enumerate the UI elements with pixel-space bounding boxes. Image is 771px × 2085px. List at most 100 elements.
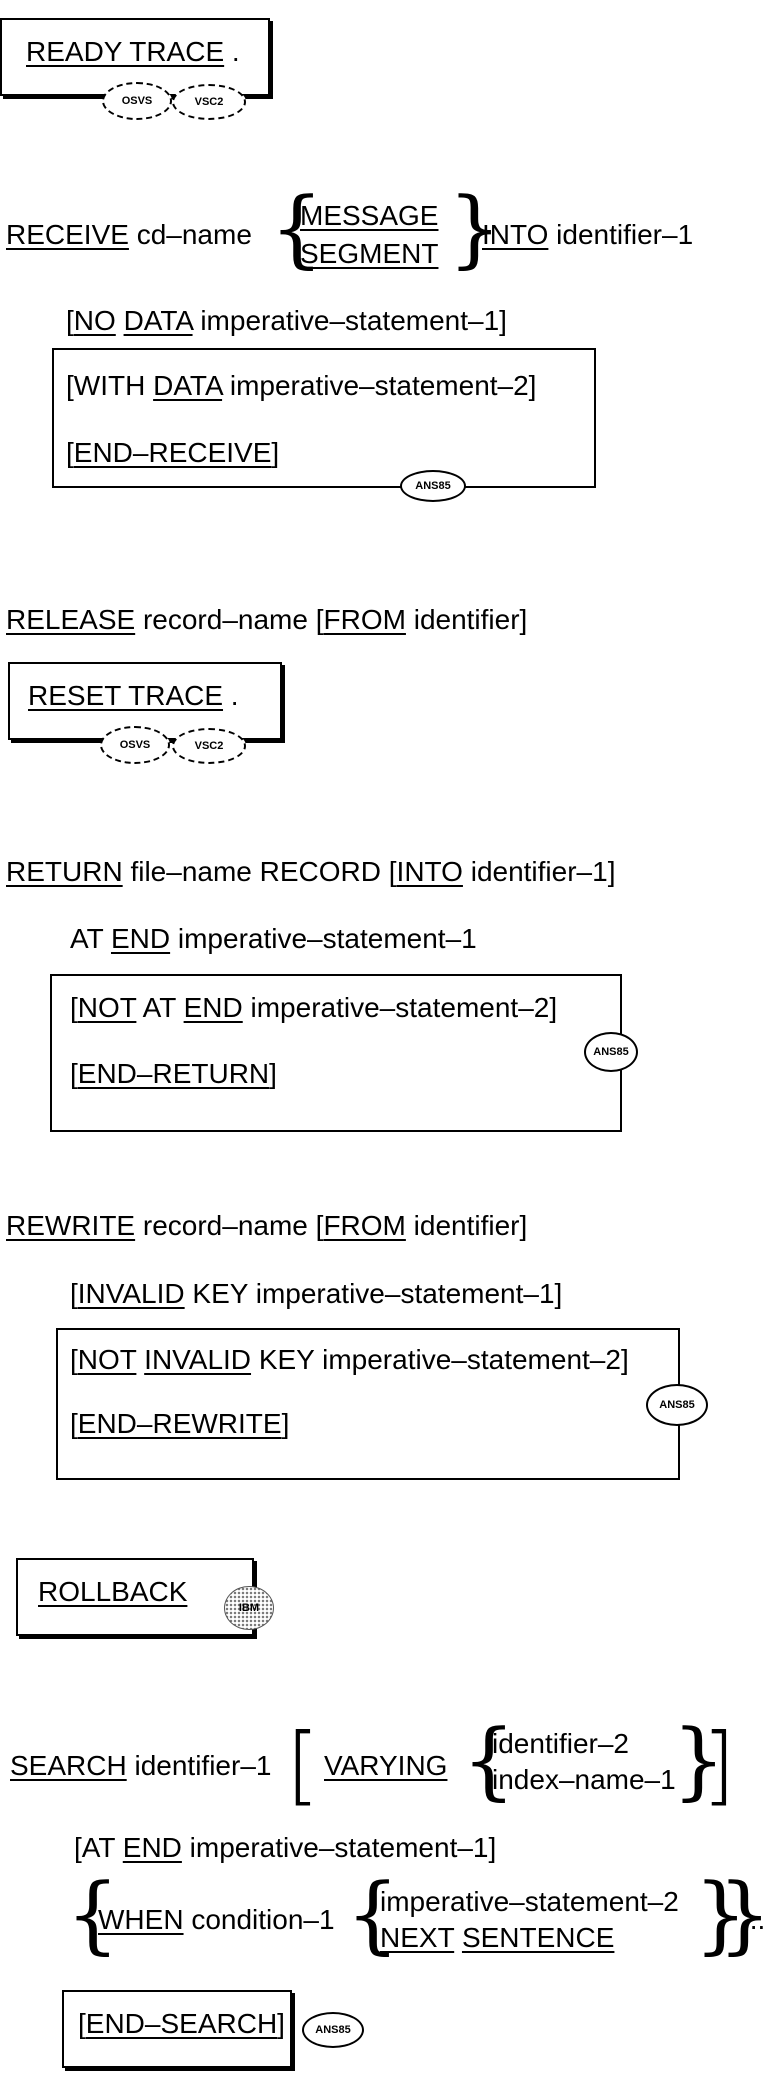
no-keyword: NO (73, 305, 116, 336)
osvs-badge: OSVS (100, 726, 170, 764)
vsc2-badge: VSC2 (172, 728, 246, 764)
identifier-1: identifier–1 (134, 1750, 272, 1781)
into-clause: INTO identifier–1 (482, 219, 693, 251)
not-at-end-clause: [NOT AT END imperative–statement–2] (70, 992, 557, 1024)
with-data-clause: [WITH DATA imperative–statement–2] (66, 370, 536, 402)
record-name: record–name [ (142, 1210, 324, 1241)
invalid-keyword: INVALID (144, 1344, 252, 1375)
not-keyword: NOT (77, 1344, 137, 1375)
identifier: identifier] (413, 1210, 528, 1241)
reset-trace-keyword: RESET TRACE (28, 680, 224, 711)
ready-trace-period: . (231, 36, 240, 67)
ready-trace-keyword: READY TRACE (26, 36, 225, 67)
reset-trace-line: RESET TRACE . (28, 680, 239, 712)
right-brace: } (672, 1711, 726, 1809)
bracket-close: ] (281, 1408, 290, 1439)
end-receive-keyword: END–RECEIVE (73, 437, 272, 468)
next-sentence: NEXT SENTENCE (380, 1922, 614, 1954)
osvs-badge: OSVS (102, 82, 172, 120)
statement-1: imperative–statement–1] (200, 305, 507, 336)
ans85-badge: ANS85 (400, 470, 466, 502)
bracket-close: ] (277, 2008, 285, 2039)
at-end-clause: [AT END imperative–statement–1] (74, 1832, 496, 1864)
end-search-clause: [END–SEARCH] (78, 2008, 285, 2040)
return-keyword: RETURN (6, 856, 123, 887)
bracket-open: [ (70, 1408, 78, 1439)
sentence-keyword: SENTENCE (461, 1922, 615, 1953)
cd-name: cd–name (136, 219, 252, 250)
statement-1: imperative–statement–1] (189, 1832, 497, 1863)
return-line: RETURN file–name RECORD [INTO identifier… (6, 856, 615, 888)
bracket-open: [ (66, 305, 74, 336)
end-receive-clause: [END–RECEIVE] (66, 437, 279, 469)
rollback-keyword: ROLLBACK (38, 1576, 188, 1607)
statement-2: imperative–statement–2 (380, 1886, 679, 1917)
message-option: MESSAGE (300, 200, 439, 231)
identifier-1: identifier–1 (556, 219, 694, 250)
left-brace: { (462, 1711, 516, 1809)
at-keyword: AT (70, 923, 111, 954)
left-brace: { (66, 1865, 120, 1963)
rewrite-keyword: REWRITE (6, 1210, 136, 1241)
left-bracket: [ (286, 1715, 320, 1815)
bracket-open: [ (70, 1278, 78, 1309)
right-brace: } (448, 179, 502, 277)
invalid-keyword: INVALID (77, 1278, 185, 1309)
right-bracket: ] (702, 1715, 736, 1815)
statement-2: imperative–statement–2] (250, 992, 558, 1023)
not-keyword: NOT (77, 992, 137, 1023)
left-brace: { (346, 1865, 400, 1963)
rewrite-line: REWRITE record–name [FROM identifier] (6, 1210, 527, 1242)
identifier-2: identifier–2 (492, 1728, 629, 1759)
at-keyword: AT (136, 992, 184, 1023)
end-keyword: END (183, 992, 243, 1023)
release-keyword: RELEASE (6, 604, 136, 635)
reset-trace-period: . (230, 680, 239, 711)
identifier-1: identifier–1] (470, 856, 616, 887)
vsc2-badge: VSC2 (172, 84, 246, 120)
left-brace: { (270, 179, 324, 277)
file-name-record: file–name RECORD [ (130, 856, 397, 887)
into-keyword: INTO (482, 219, 549, 250)
not-invalid-key-clause: [NOT INVALID KEY imperative–statement–2] (70, 1344, 629, 1376)
ready-trace-line: READY TRACE . (26, 36, 240, 68)
receive-keyword: RECEIVE (6, 219, 129, 250)
with-data-keyword: DATA (153, 370, 223, 401)
condition-1: condition–1 (191, 1904, 335, 1935)
when-clause: WHEN condition–1 (98, 1904, 335, 1936)
end-rewrite-clause: [END–REWRITE] (70, 1408, 289, 1440)
receive-line: RECEIVE cd–name (6, 219, 252, 251)
ans85-badge: ANS85 (584, 1032, 638, 1072)
release-line: RELEASE record–name [FROM identifier] (6, 604, 527, 636)
bracket-open: [ (66, 437, 74, 468)
bracket-open: [ (70, 992, 78, 1023)
bracket-open: [ (70, 1058, 78, 1089)
bracket-open: [ (70, 1344, 78, 1375)
with-keyword: [WITH (66, 370, 154, 401)
search-line: SEARCH identifier–1 (10, 1750, 271, 1782)
bracket-open: [ (78, 2008, 86, 2039)
right-brace: } (694, 1865, 748, 1963)
end-keyword: END (110, 923, 171, 954)
bracket-close: ] (269, 1058, 277, 1089)
statement-2: imperative–statement–2] (229, 370, 537, 401)
when-keyword: WHEN (98, 1904, 184, 1935)
bracket-close: ] (271, 437, 280, 468)
end-keyword: END (122, 1832, 182, 1863)
end-return-clause: [END–RETURN] (70, 1058, 277, 1090)
from-keyword: FROM (323, 604, 406, 635)
identifier: identifier] (413, 604, 528, 635)
ibm-extension-badge: IBM (224, 1586, 274, 1630)
invalid-key-clause: [INVALID KEY imperative–statement–1] (70, 1278, 562, 1310)
varying-keyword: VARYING (324, 1750, 448, 1781)
at-end-clause: AT END imperative–statement–1 (70, 923, 477, 955)
record-name: record–name [ (142, 604, 324, 635)
from-keyword: FROM (323, 1210, 406, 1241)
ans85-badge: ANS85 (302, 2012, 364, 2048)
into-keyword: INTO (396, 856, 463, 887)
end-rewrite-keyword: END–REWRITE (77, 1408, 282, 1439)
right-brace: } (718, 1865, 771, 1963)
segment-option: SEGMENT (300, 238, 439, 269)
index-name-1: index–name–1 (492, 1764, 676, 1795)
no-data-clause: [NO DATA imperative–statement–1] (66, 305, 507, 337)
